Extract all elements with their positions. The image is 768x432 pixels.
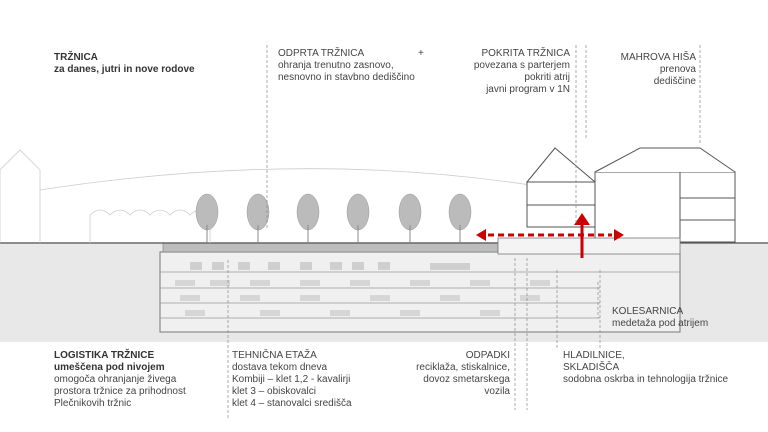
bike-storage-heading: KOLESARNICA <box>612 306 684 317</box>
mahrova-line2: dediščine <box>653 76 696 87</box>
covered-market-line2: pokriti atrij <box>524 72 570 83</box>
atrium-level <box>497 237 681 255</box>
logistics-heading: LOGISTIKA TRŽNICE <box>54 350 155 361</box>
mahrova-line1: prenova <box>659 64 696 75</box>
waste-line1: reciklaža, stiskalnice, <box>416 362 510 373</box>
leader-lines <box>227 45 701 420</box>
title-sub: za danes, jutri in nove rodove <box>54 64 195 75</box>
plaza-slab <box>162 242 499 253</box>
open-market-line2: nesnovno in stavbno dediščino <box>278 72 415 83</box>
cold-storage-line1: sodobna oskrba in tehnologija tržnice <box>563 374 729 385</box>
cars-lower-levels <box>175 280 550 316</box>
mahrova-label: MAHROVA HIŠA prenova dediščine <box>621 52 696 88</box>
bike-storage-label: KOLESARNICA medetaža pod atrijem <box>612 306 708 330</box>
technical-line1: dostava tekom dneva <box>232 362 328 373</box>
logistics-line1: umeščena pod nivojem <box>54 362 165 373</box>
technical-line3: klet 3 – obiskovalci <box>232 386 316 397</box>
waste-heading: ODPADKI <box>465 350 510 361</box>
waste-line2: dovoz smetarskega <box>423 374 510 385</box>
waste-label: ODPADKI reciklaža, stiskalnice, dovoz sm… <box>416 350 510 398</box>
covered-market-label: POKRITA TRŽNICA povezana s parterjem pok… <box>474 48 570 96</box>
cars-level-1 <box>190 262 470 270</box>
open-market-heading: ODPRTA TRŽNICA <box>278 48 365 59</box>
covered-market-building <box>525 147 736 243</box>
covered-market-line3: javni program v 1N <box>486 84 570 95</box>
logistics-line3: prostora tržnice za prihodnost <box>54 386 186 397</box>
logistics-label: LOGISTIKA TRŽNICE umeščena pod nivojem o… <box>54 350 186 410</box>
title-heading: TRŽNICA <box>54 52 98 63</box>
title-label: TRŽNICA za danes, jutri in nove rodove <box>54 52 195 76</box>
circulation-arrows <box>476 213 624 258</box>
logistics-line4: Plečnikovih tržnic <box>54 398 132 409</box>
mahrova-heading: MAHROVA HIŠA <box>620 52 696 63</box>
technical-line2: Kombiji – klet 1,2 - kavalirji <box>232 374 351 385</box>
open-market-line1: ohranja trenutno zasnovo, <box>278 60 394 71</box>
covered-market-heading: POKRITA TRŽNICA <box>481 48 570 59</box>
technical-floor-label: TEHNIČNA ETAŽA dostava tekom dneva Kombi… <box>232 350 352 410</box>
cold-storage-label: HLADILNICE, SKLADIŠČA sodobna oskrba in … <box>563 350 728 386</box>
bike-storage-line: medetaža pod atrijem <box>612 318 709 329</box>
background-arcade <box>0 149 531 243</box>
trees <box>195 193 472 243</box>
technical-line4: klet 4 – stanovalci središča <box>232 398 352 409</box>
cold-storage-heading: HLADILNICE, <box>563 350 625 361</box>
covered-market-line1: povezana s parterjem <box>473 60 570 71</box>
open-market-label: ODPRTA TRŽNICA ohranja trenutno zasnovo,… <box>278 48 415 84</box>
plus-sign: + <box>418 48 424 59</box>
logistics-line2: omogoča ohranjanje živega <box>54 374 177 385</box>
cold-storage-heading2: SKLADIŠČA <box>563 362 620 373</box>
waste-line3: vozila <box>484 386 510 397</box>
technical-heading: TEHNIČNA ETAŽA <box>232 350 317 361</box>
